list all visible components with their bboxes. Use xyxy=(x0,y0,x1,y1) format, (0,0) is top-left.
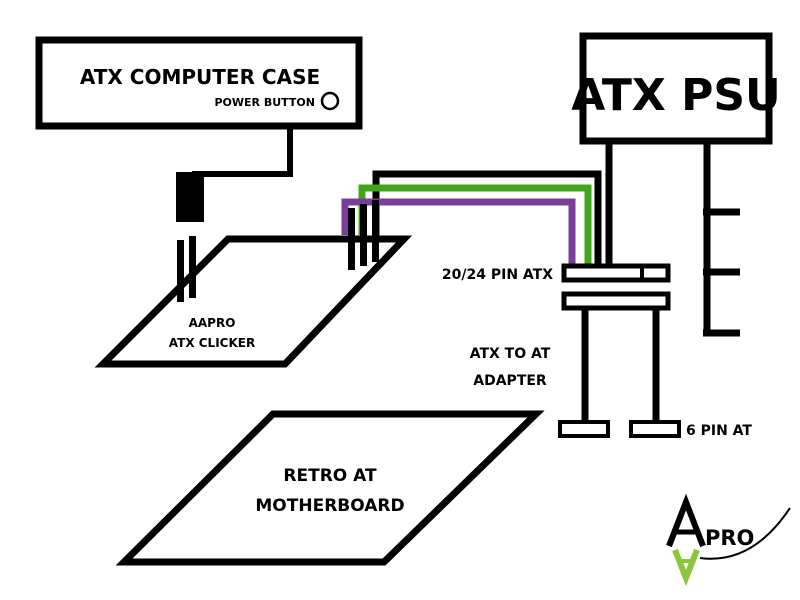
motherboard-label-line2: MOTHERBOARD xyxy=(255,496,404,516)
case-title: ATX COMPUTER CASE xyxy=(80,65,320,89)
psu-box xyxy=(579,32,773,145)
clicker-outline xyxy=(94,235,413,368)
atx-psu: ATX PSU xyxy=(571,32,781,337)
power-button-icon xyxy=(320,91,340,111)
clicker-atx-header-pin xyxy=(360,204,367,266)
case-box xyxy=(35,36,363,130)
retro-at-motherboard: RETRO AT MOTHERBOARD xyxy=(115,410,545,566)
case-cable-plug xyxy=(176,172,204,222)
case-cable xyxy=(176,126,293,222)
clicker-header-pin xyxy=(177,240,184,302)
atx-connector-label: 20/24 PIN ATX xyxy=(442,267,553,283)
motherboard-label-line1: RETRO AT xyxy=(283,466,377,486)
clicker-atx-header-pin xyxy=(372,200,379,262)
logo-letter-a xyxy=(666,493,706,548)
logo-letter-a-inverted xyxy=(672,548,700,587)
aapro-logo: PRO xyxy=(666,493,791,587)
clicker-label-line2: ATX CLICKER xyxy=(169,336,255,350)
atx-wires xyxy=(341,170,602,270)
clicker-header-pin xyxy=(189,236,196,298)
atx-computer-case: ATX COMPUTER CASE POWER BUTTON xyxy=(35,36,363,130)
at-plug-left xyxy=(558,420,610,438)
at-connector-label: 6 PIN AT xyxy=(686,423,752,439)
adapter-label-line1: ATX TO AT xyxy=(470,346,551,362)
adapter-label-line2: ADAPTER xyxy=(473,373,547,389)
atx-24pin-socket xyxy=(561,291,671,311)
motherboard-outline xyxy=(115,410,545,566)
clicker-label-line1: AAPRO xyxy=(189,316,236,330)
logo-text: PRO xyxy=(705,526,754,550)
at-plug-right xyxy=(629,420,681,438)
atx-24pin-plug xyxy=(561,263,671,283)
psu-title: ATX PSU xyxy=(571,70,781,121)
clicker-atx-header-pin xyxy=(348,208,355,270)
atx-connector-stack: 20/24 PIN ATX ATX TO AT ADAPTER 6 PIN AT xyxy=(442,263,752,439)
purple-wire xyxy=(341,198,576,264)
atx-clicker-board: AAPRO ATX CLICKER xyxy=(94,235,413,368)
power-button-label: POWER BUTTON xyxy=(215,96,316,109)
logo-swoosh xyxy=(699,507,791,560)
